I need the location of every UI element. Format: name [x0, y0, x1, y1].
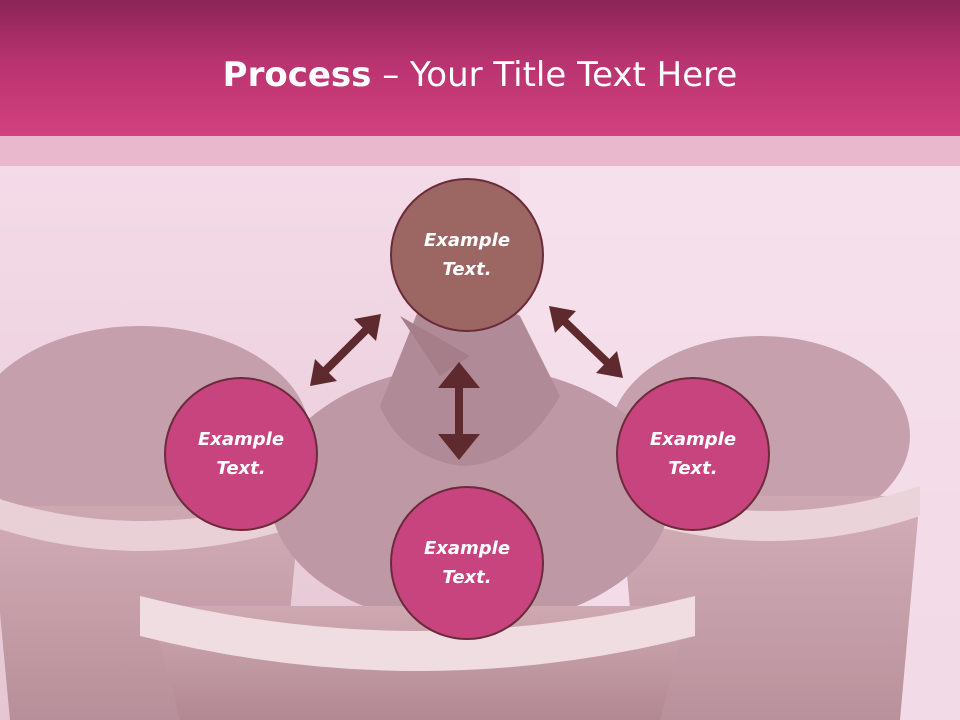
header-bar — [0, 0, 960, 136]
node-left[interactable]: Example Text. — [164, 377, 318, 531]
title-separator: – — [371, 55, 411, 95]
title-rest: Your Title Text Here — [410, 55, 738, 95]
header-band — [0, 136, 960, 166]
node-bottom-text: Example Text. — [423, 538, 511, 588]
node-left-text: Example Text. — [197, 429, 285, 479]
title-bold: Process — [222, 55, 372, 95]
node-top[interactable]: Example Text. — [390, 178, 544, 332]
node-right-text: Example Text. — [649, 429, 737, 479]
slide-title: Process – Your Title Text Here — [0, 50, 960, 100]
node-right[interactable]: Example Text. — [616, 377, 770, 531]
node-bottom[interactable]: Example Text. — [390, 486, 544, 640]
node-top-text: Example Text. — [423, 230, 511, 280]
